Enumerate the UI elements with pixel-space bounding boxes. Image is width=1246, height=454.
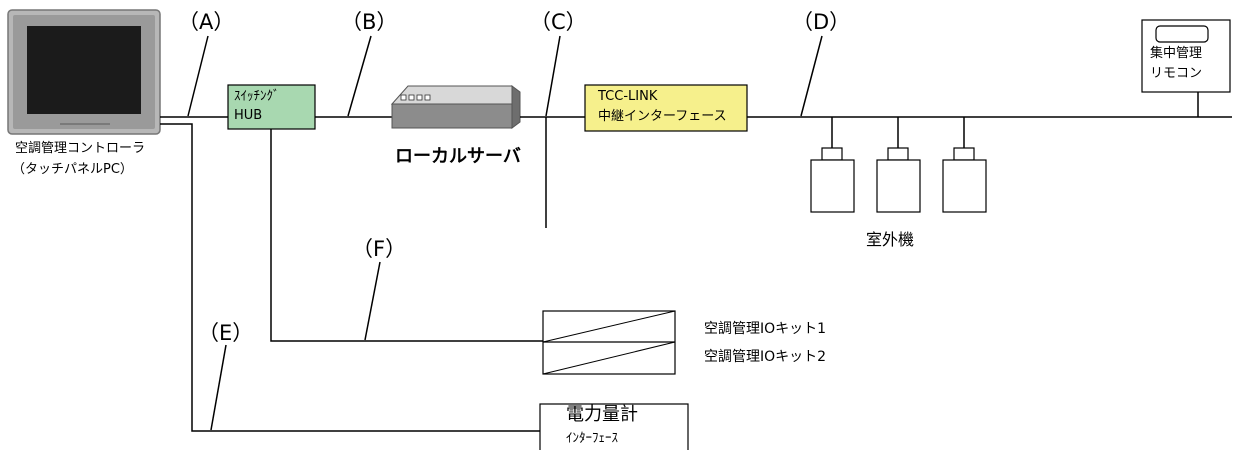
outdoor-label: 室外機 xyxy=(866,230,915,249)
outdoor-unit-1 xyxy=(810,117,855,213)
pointer-a xyxy=(187,35,209,117)
pointer-b xyxy=(347,35,372,117)
io-kit-label-1: 空調管理IOキット1 xyxy=(704,321,827,337)
hub-label-line2: HUB xyxy=(234,108,263,123)
pointer-d xyxy=(800,35,823,117)
outdoor-unit-3 xyxy=(942,117,987,213)
segment-label-b: （B） xyxy=(341,10,398,34)
remote-label-line1: 集中管理 xyxy=(1150,46,1203,61)
meter-label-line2: ｲﾝﾀｰﾌｪｰｽ xyxy=(566,431,618,446)
io-kit-label-2: 空調管理IOキット2 xyxy=(704,349,827,365)
hub-box xyxy=(227,84,316,130)
pointer-c xyxy=(545,35,561,117)
segment-label-d: （D） xyxy=(792,10,851,34)
outdoor-unit-2 xyxy=(876,117,921,213)
touch-panel-pc-icon xyxy=(7,9,161,135)
segment-label-e: （E） xyxy=(198,321,254,345)
io-kit-boxes xyxy=(542,310,676,375)
segment-label-f: （F） xyxy=(352,237,407,261)
segment-label-a: （A） xyxy=(178,10,235,34)
meter-box xyxy=(539,403,689,454)
remote-label-line2: リモコン xyxy=(1150,66,1203,81)
controller-label: 空調管理コントローラ xyxy=(15,141,146,156)
tcc-box xyxy=(584,84,748,132)
server-label: ローカルサーバ xyxy=(395,146,521,167)
pointer-f xyxy=(364,261,381,341)
pointer-e xyxy=(210,344,227,431)
link-hub-io xyxy=(270,129,543,342)
local-server-icon xyxy=(390,85,521,129)
tcc-label-line1: TCC-LINK xyxy=(598,89,658,104)
meter-label-line1: 電力量計 xyxy=(566,404,638,425)
segment-label-c: （C） xyxy=(530,10,587,34)
remote-screen-icon xyxy=(1155,25,1209,43)
tcc-label-line2: 中継インターフェース xyxy=(598,109,727,124)
controller-sublabel: （タッチパネルPC） xyxy=(12,162,133,177)
hub-label-line1: ｽｲｯﾁﾝｸﾞ xyxy=(234,89,280,104)
link-pc-meter xyxy=(160,123,540,432)
